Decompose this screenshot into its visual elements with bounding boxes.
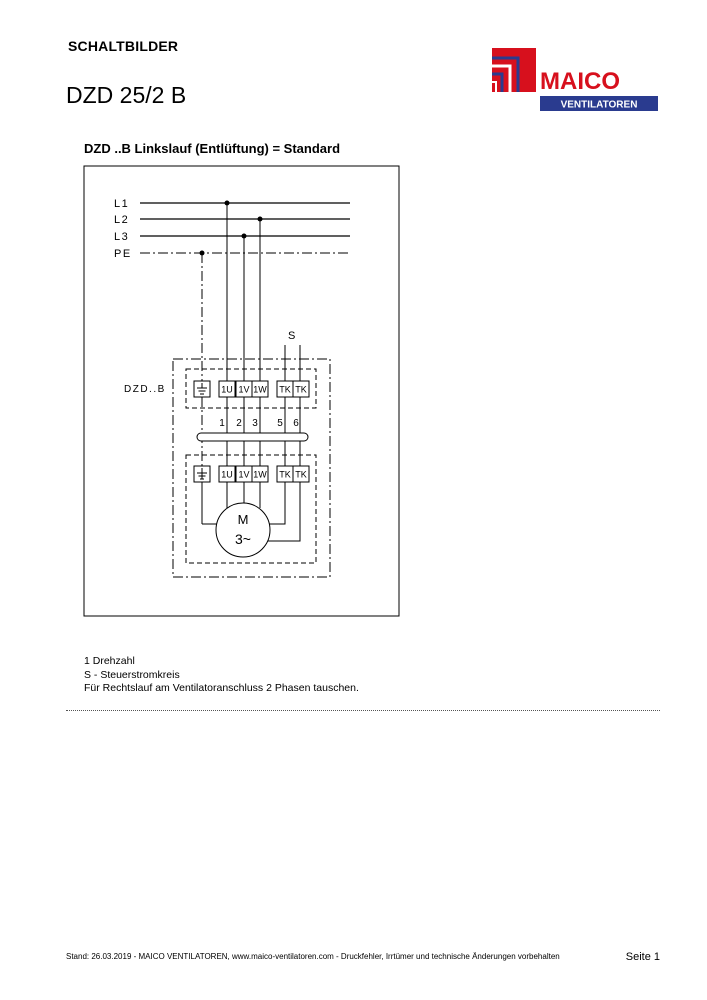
page-number: Seite 1 [625, 951, 660, 963]
note-control-circuit: S - Steuerstromkreis [84, 668, 180, 681]
diagram-frame [83, 165, 400, 617]
supply-drops [201, 203, 261, 381]
logo-tagline-bar [540, 96, 658, 111]
label-l3: L3 [114, 231, 129, 243]
terminal-top-1u: 1U [221, 385, 233, 395]
logo-tagline: VENTILATOREN [561, 100, 638, 111]
terminal-bottom-1v: 1V [238, 470, 249, 480]
control-wires [284, 345, 301, 381]
wire-number-2: 2 [236, 418, 242, 429]
motor-symbol [215, 502, 271, 558]
terminal-labels-top: 1U 1V 1W TK TK [221, 385, 307, 395]
product-title: DZD 25/2 B [66, 82, 187, 108]
motor-wiring [201, 482, 301, 542]
section-title: SCHALTBILDER [68, 38, 179, 54]
supply-lines [140, 202, 350, 254]
footer-text: Stand: 26.03.2019 - MAICO VENTILATOREN, … [66, 952, 560, 961]
wire-number-6: 6 [293, 418, 299, 429]
terminal-group-bottom [185, 454, 317, 564]
junction-dots [199, 200, 263, 256]
label-l1: L1 [114, 198, 129, 210]
maico-logo: MAICO VENTILATOREN [492, 48, 658, 111]
connecting-cable [196, 397, 309, 481]
terminal-bottom-1u: 1U [221, 470, 233, 480]
terminal-bottom-tk2: TK [295, 470, 307, 480]
wire-number-5: 5 [277, 418, 283, 429]
device-enclosure [172, 358, 331, 578]
wire-number-3: 3 [252, 418, 258, 429]
earth-terminal-top [193, 380, 211, 398]
logo-brand: MAICO [540, 68, 620, 95]
terminal-top-tk1: TK [279, 385, 291, 395]
terminal-top-1v: 1V [238, 385, 249, 395]
terminal-top-1w: 1W [253, 385, 267, 395]
note-rotation: Für Rechtslauf am Ventilatoranschluss 2 … [84, 682, 359, 694]
terminal-top-tk2: TK [295, 385, 307, 395]
note-speed: 1 Drehzahl [84, 655, 135, 667]
terminal-group-top [185, 368, 317, 409]
wire-number-1: 1 [219, 418, 225, 429]
motor-phase: 3~ [235, 531, 251, 547]
wire-numbers: 1 2 3 5 6 [219, 418, 299, 429]
motor-label: M [238, 512, 249, 527]
separator [66, 710, 660, 711]
device-label: DZD..B [124, 384, 166, 395]
control-label: S [288, 330, 295, 342]
terminal-bottom-tk1: TK [279, 470, 291, 480]
label-l2: L2 [114, 214, 129, 226]
logo-emblem-icon [492, 48, 536, 92]
line-labels: L1 L2 L3 PE [114, 198, 132, 260]
notes: 1 Drehzahl S - Steuerstromkreis Für Rech… [84, 655, 359, 696]
label-pe: PE [114, 248, 132, 260]
diagram-title: DZD ..B Linkslauf (Entlüftung) = Standar… [84, 141, 341, 156]
terminal-labels-bottom: 1U 1V 1W TK TK [221, 470, 307, 480]
terminal-bottom-1w: 1W [253, 470, 267, 480]
